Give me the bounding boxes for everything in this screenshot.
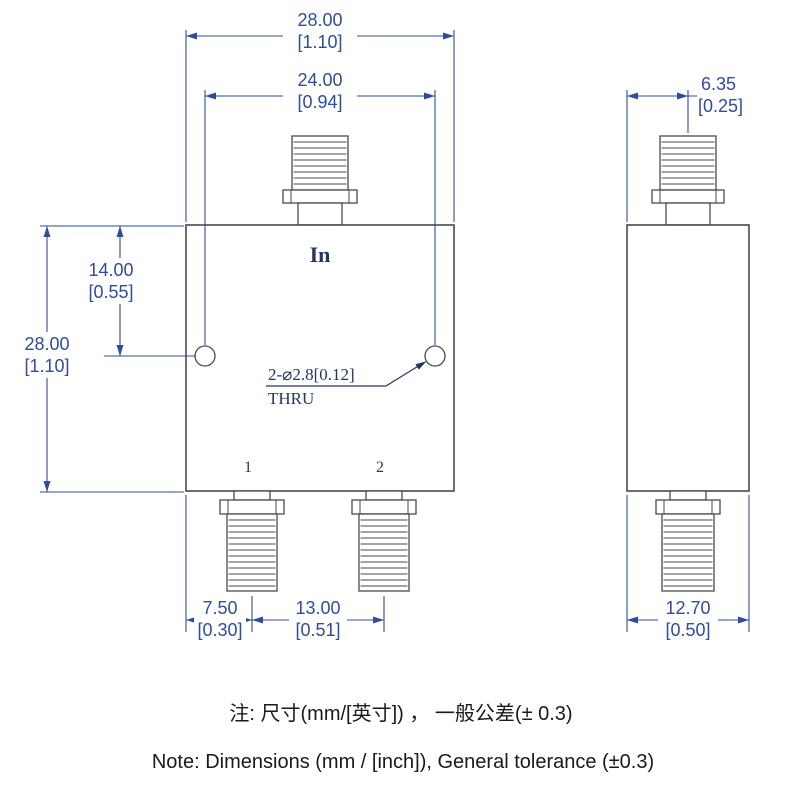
- dim-side-connector-offset: 6.35 [0.25]: [626, 74, 743, 222]
- dim-side-width: 12.70 [0.50]: [626, 495, 750, 642]
- dim-mm: 7.50: [202, 598, 237, 618]
- dim-mm: 28.00: [24, 334, 69, 354]
- connector-threads: [360, 519, 408, 587]
- connector-flange: [282, 189, 358, 204]
- connector-thread-barrel: [659, 135, 717, 191]
- arrowhead: [186, 32, 197, 40]
- connector-threads: [293, 141, 347, 185]
- connector-neck: [669, 490, 707, 501]
- side-bottom-connector: [655, 490, 721, 592]
- hole-callout: 2-⌀2.8[0.12] THRU: [266, 361, 427, 408]
- dim-port1-from-edge: 7.50 [0.30]: [185, 495, 253, 642]
- front-bottom-connector-1: [219, 490, 285, 592]
- connector-neck: [365, 490, 403, 501]
- connector-thread-barrel: [661, 513, 715, 592]
- dim-mm: 28.00: [297, 10, 342, 30]
- connector-thread-barrel: [226, 513, 278, 592]
- arrowhead: [424, 92, 435, 100]
- arrowhead: [627, 92, 638, 100]
- dim-inch: [1.10]: [297, 32, 342, 52]
- arrowhead: [373, 616, 384, 624]
- dim-mm: 6.35: [701, 74, 736, 94]
- dim-mm: 12.70: [665, 598, 710, 618]
- dim-inch: [0.25]: [698, 96, 743, 116]
- dimensions: 28.00 [1.10] 24.00 [0.94] 6.35 [0.25]: [18, 8, 750, 642]
- connector-neck: [297, 202, 343, 226]
- leader-line: [385, 364, 421, 387]
- dim-overall-height: 28.00 [1.10]: [18, 226, 184, 493]
- front-view: In 1 2: [185, 135, 455, 592]
- arrowhead: [116, 226, 124, 237]
- side-body: [626, 224, 750, 492]
- connector-flange: [651, 189, 725, 204]
- note-english: Note: Dimensions (mm / [inch]), General …: [152, 751, 654, 773]
- connector-flange: [219, 499, 285, 515]
- connector-threads: [661, 141, 715, 185]
- dim-port-spacing: 13.00 [0.51]: [252, 596, 385, 642]
- dim-overall-width: 28.00 [1.10]: [185, 8, 455, 222]
- arrowhead: [738, 616, 749, 624]
- connector-flange: [655, 499, 721, 515]
- dim-text-mask: [283, 66, 357, 110]
- port-in-label: In: [310, 242, 331, 267]
- dim-hole-spacing: 24.00 [0.94]: [204, 66, 436, 345]
- leader-arrowhead: [415, 361, 427, 370]
- front-body: [185, 224, 455, 492]
- dim-inch: [0.94]: [297, 92, 342, 112]
- dim-inch: [0.30]: [197, 620, 242, 640]
- dim-inch: [0.50]: [665, 620, 710, 640]
- dim-text-mask: [289, 598, 347, 642]
- dim-text-mask: [194, 598, 246, 642]
- dim-mm: 14.00: [88, 260, 133, 280]
- hole-thru-text: THRU: [268, 389, 314, 408]
- dim-inch: [0.55]: [88, 282, 133, 302]
- arrowhead: [43, 481, 51, 492]
- dim-text-mask: [283, 8, 357, 52]
- front-bottom-connector-2: [351, 490, 417, 592]
- mounting-hole-right: [424, 345, 446, 367]
- notes: 注: 尺寸(mm/[英寸]) ， 一般公差(± 0.3) Note: Dimen…: [152, 702, 654, 773]
- hole-callout-text: 2-⌀2.8[0.12]: [268, 365, 355, 384]
- dim-hole-from-top: 14.00 [0.55]: [40, 225, 196, 357]
- connector-flange: [351, 499, 417, 515]
- arrowhead: [252, 616, 263, 624]
- side-view: [626, 135, 750, 592]
- port-2-label: 2: [376, 459, 384, 476]
- dim-inch: [1.10]: [24, 356, 69, 376]
- side-top-connector: [651, 135, 725, 226]
- mounting-hole-left: [194, 345, 216, 367]
- port-1-label: 1: [244, 459, 252, 476]
- arrowhead: [627, 616, 638, 624]
- note-chinese: 注: 尺寸(mm/[英寸]) ， 一般公差(± 0.3): [229, 702, 572, 725]
- dim-mm: 13.00: [295, 598, 340, 618]
- connector-threads: [228, 519, 276, 587]
- dim-text-mask: [18, 332, 76, 378]
- dim-inch: [0.51]: [295, 620, 340, 640]
- arrowhead: [116, 345, 124, 356]
- arrowhead: [205, 92, 216, 100]
- arrowhead: [443, 32, 454, 40]
- front-top-connector: [282, 135, 358, 226]
- dim-text-mask: [82, 258, 140, 304]
- connector-thread-barrel: [358, 513, 410, 592]
- connector-neck: [665, 202, 711, 226]
- dim-mm: 24.00: [297, 70, 342, 90]
- dim-text-mask: [658, 598, 718, 642]
- connector-thread-barrel: [291, 135, 349, 191]
- arrowhead: [677, 92, 688, 100]
- connector-neck: [233, 490, 271, 501]
- arrowhead: [43, 226, 51, 237]
- connector-threads: [663, 519, 713, 587]
